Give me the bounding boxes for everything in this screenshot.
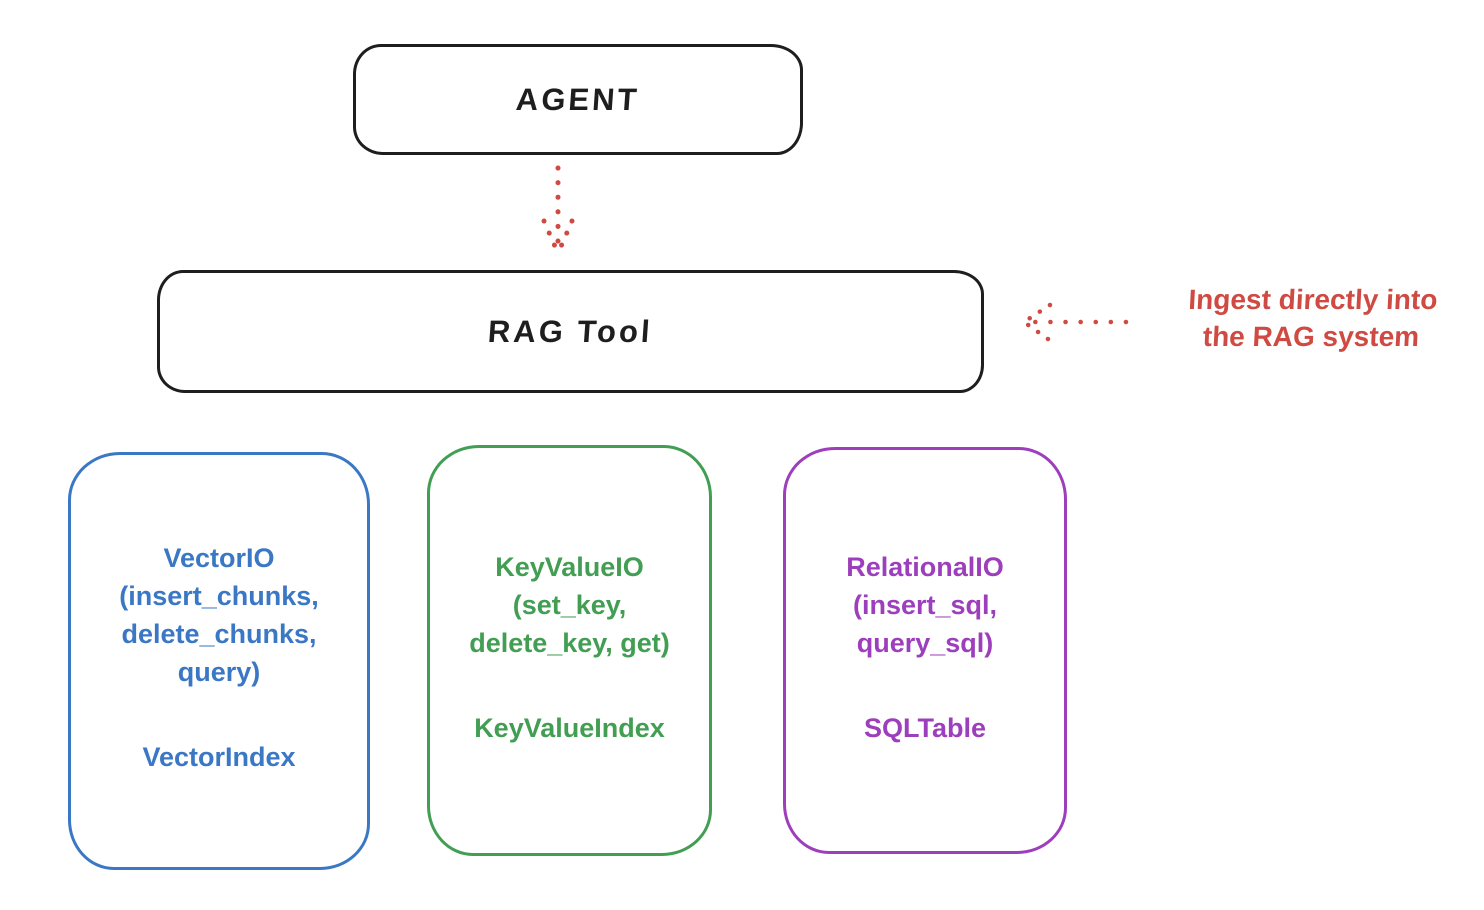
key-value-io-methods-2: delete_key, get) — [469, 628, 670, 658]
relational-io-methods-2: query_sql) — [856, 628, 994, 658]
sql-table-label: SQLTable — [863, 713, 986, 743]
dotted-arrow-down-icon — [541, 165, 575, 254]
agent-box: AGENT — [353, 44, 803, 155]
vector-io-methods-1: (insert_chunks, — [119, 581, 319, 611]
ingest-annotation-line2: the RAG system — [1202, 321, 1420, 352]
key-value-io-methods-1: (set_key, — [512, 590, 627, 620]
vector-io-box: VectorIO (insert_chunks, delete_chunks, … — [68, 452, 370, 870]
relational-io-box: RelationalIO (insert_sql, query_sql) SQL… — [783, 447, 1067, 854]
relational-io-title: RelationalIO — [846, 552, 1004, 582]
key-value-io-box: KeyValueIO (set_key, delete_key, get) Ke… — [427, 445, 712, 856]
ingest-annotation-line1: Ingest directly into — [1187, 284, 1439, 315]
relational-io-methods-1: (insert_sql, — [852, 590, 998, 620]
ingest-annotation: Ingest directly into the RAG system — [1138, 281, 1484, 355]
vector-index-label: VectorIndex — [142, 742, 296, 772]
vector-io-methods-3: query) — [177, 657, 261, 687]
rag-tool-box: RAG Tool — [157, 270, 984, 393]
vector-io-methods-2: delete_chunks, — [121, 619, 317, 649]
key-value-index-label: KeyValueIndex — [474, 713, 665, 743]
dotted-arrow-left-icon — [1021, 302, 1129, 342]
key-value-io-title: KeyValueIO — [495, 552, 644, 582]
agent-box-label: AGENT — [515, 81, 642, 117]
vector-io-title: VectorIO — [163, 543, 275, 573]
rag-tool-box-label: RAG Tool — [486, 313, 655, 349]
